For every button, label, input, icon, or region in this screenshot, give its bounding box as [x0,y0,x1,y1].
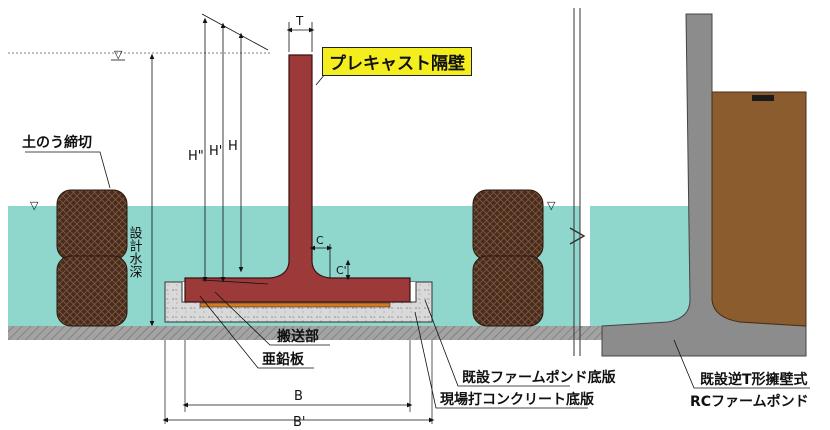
leader-lead-plate [199,295,314,369]
precast-wall [184,54,411,303]
label-design-depth: 設計水深 [127,225,143,278]
leader-lifting-part [214,291,330,346]
dim-leader-bottom [201,279,269,285]
dim-label-C: C [316,234,324,247]
dim-label-T: T [295,14,304,28]
leader-cast-in-place [414,311,588,409]
dim-label-B: B [294,389,303,404]
sandbag-cofferdam-left [56,189,128,327]
break-line [569,8,586,356]
label-sandbag-cofferdam: 土のう締切 [22,134,92,151]
label-precast-wall: プレキャスト隔壁 [322,47,472,76]
label-lead-plate: 亜鉛板 [262,351,305,368]
dim-label-H-prime: H' [209,144,222,159]
sandbag-cofferdam-right [472,189,544,327]
ground-strip [8,326,610,340]
dim-label-H: H [228,139,238,154]
lead-plate [199,302,391,308]
label-existing-base: 既設ファームポンド底版 [462,369,616,386]
dim-C [309,244,333,278]
label-cast-in-place: 現場打コンクリート底版 [440,391,594,408]
backfill-soil [711,91,807,327]
dim-T [286,22,315,52]
dim-label-H-double: H" [188,149,204,164]
water-level-symbol-left: ▽ [30,199,39,212]
soil-cap [752,95,774,101]
label-existing-wall-line1: 既設逆T形擁壁式 [700,371,808,388]
dim-leader-top [201,13,269,51]
water-body-right [590,206,696,326]
label-lifting-part: 搬送部 [277,328,319,345]
leader-existing-wall [673,339,810,389]
leader-existing-base [424,299,570,387]
water-level-symbol-top: ▽ [114,48,123,61]
dim-label-C-prime: C' [336,264,347,277]
dim-label-B-prime: B' [293,415,306,430]
water-level-symbol-right: ▽ [547,199,556,212]
label-existing-wall-line2: RCファームポンド [690,393,809,410]
leader-sandbag [25,151,111,189]
